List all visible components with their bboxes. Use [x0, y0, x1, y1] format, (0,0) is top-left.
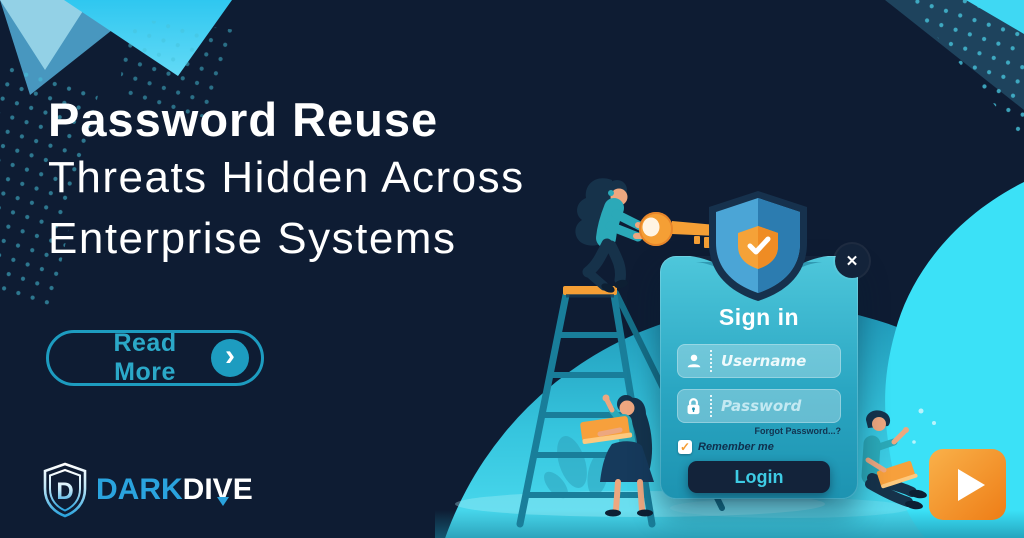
username-field[interactable]: Username: [677, 344, 841, 378]
brand-name-v: V: [212, 473, 233, 506]
key-icon: [639, 212, 716, 248]
forgot-password-link[interactable]: Forgot Password...?: [754, 426, 841, 436]
headline-line2: Threats Hidden Across: [48, 153, 525, 202]
svg-text:D: D: [56, 478, 73, 505]
brand-name-dark: DARK: [96, 473, 183, 506]
chevron-right-icon: ›: [211, 339, 249, 377]
read-more-button[interactable]: Read More ›: [46, 329, 264, 386]
leaf-decoration: [544, 436, 609, 499]
lock-icon: [677, 397, 710, 416]
remember-me-checkbox[interactable]: ✓: [678, 440, 692, 454]
headline-line3: Enterprise Systems: [48, 214, 457, 263]
login-button[interactable]: Login: [688, 461, 830, 493]
play-icon: [958, 469, 985, 501]
signin-title: Sign in: [718, 304, 800, 330]
remember-me-row: ✓ Remember me: [678, 440, 774, 454]
headline-line1: Password Reuse: [48, 93, 439, 146]
username-placeholder: Username: [721, 352, 807, 370]
remember-me-label: Remember me: [698, 441, 774, 453]
read-more-label: Read More: [113, 329, 177, 386]
brand-name-di: DI: [182, 473, 213, 506]
close-button[interactable]: ✕: [835, 244, 869, 278]
user-icon: [677, 352, 710, 370]
ladder-platform-shadow: [566, 294, 614, 298]
dot-pattern-top-left: [0, 18, 238, 305]
password-field[interactable]: Password: [677, 389, 841, 423]
ground-gradient: [435, 510, 1024, 538]
shield-check-icon: [709, 191, 807, 301]
close-icon: ✕: [845, 253, 859, 270]
field-separator: [710, 395, 712, 417]
brand-name-e: E: [232, 473, 253, 506]
logo-shield-icon: D: [43, 462, 87, 518]
check-icon: ✓: [679, 440, 691, 454]
password-placeholder: Password: [721, 397, 802, 415]
dot-pattern-top-right: [885, 0, 1024, 140]
ground-highlight-2: [670, 498, 910, 518]
sparkles: [912, 408, 936, 444]
login-label: Login: [734, 466, 784, 487]
woman-with-key-illustration: [575, 178, 655, 293]
field-separator: [710, 350, 712, 372]
play-button[interactable]: [929, 449, 1006, 520]
woman-with-laptop-illustration: [580, 394, 654, 517]
sitting-man-illustration: [861, 410, 927, 510]
